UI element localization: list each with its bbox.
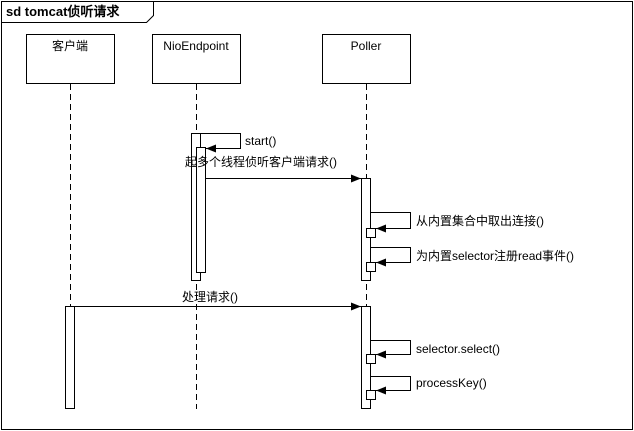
message-start-arrow xyxy=(201,133,241,153)
message-take-connection-label: 从内置集合中取出连接() xyxy=(416,213,544,228)
message-register-read-arrow xyxy=(371,247,411,267)
activation-nioendpoint-nested xyxy=(196,147,206,273)
lifeline-box-client xyxy=(26,34,115,84)
message-start-label: start() xyxy=(245,134,276,148)
message-selector-select-label: selector.select() xyxy=(416,342,500,356)
message-process-key-arrow xyxy=(371,376,411,395)
activation-client xyxy=(65,306,75,409)
activation-poller-1-step-b xyxy=(366,262,376,272)
activation-poller-2-step-a xyxy=(366,354,376,364)
message-take-connection-arrow xyxy=(371,212,411,233)
activation-poller-1-step-a xyxy=(366,228,376,238)
lifeline-box-poller xyxy=(322,34,411,84)
message-process-key-label: processKey() xyxy=(416,376,487,390)
lifeline-label-client: 客户端 xyxy=(52,38,88,53)
message-register-read-label: 为内置selector注册read事件() xyxy=(416,248,574,263)
message-selector-select-arrow xyxy=(371,340,411,359)
activation-poller-2-step-b xyxy=(366,390,376,400)
message-handle-request-label: 处理请求() xyxy=(182,290,238,304)
message-start-threads-label: 起多个线程侦听客户端请求() xyxy=(185,154,337,169)
lifeline-box-nioendpoint xyxy=(152,34,241,84)
lifeline-label-poller: Poller xyxy=(351,39,382,53)
frame-title: sd tomcat侦听请求 xyxy=(6,4,120,19)
frame-title-tab xyxy=(1,1,154,23)
lifeline-label-nioendpoint: NioEndpoint xyxy=(163,39,229,53)
